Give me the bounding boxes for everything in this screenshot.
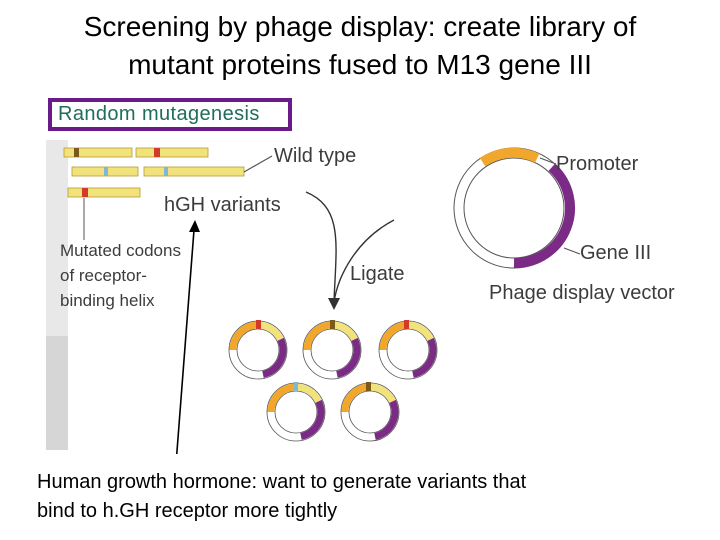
gene-bar-1 — [63, 147, 133, 158]
mutated-codons-label: Mutated codons of receptor- binding heli… — [60, 238, 181, 313]
mutated-codons-line-3: binding helix — [60, 291, 155, 310]
title-line-1: Screening by phage display: create libra… — [83, 11, 637, 42]
caption: Human growth hormone: want to generate v… — [37, 468, 697, 526]
mutated-codons-line-1: Mutated codons — [60, 241, 181, 260]
promoter-label: Promoter — [556, 153, 639, 175]
small-plasmid-5 — [340, 382, 400, 442]
caption-arrow — [175, 229, 195, 454]
caption-line-1: Human growth hormone: want to generate v… — [37, 471, 527, 493]
phage-display-vector-label: Phage display vector — [489, 282, 675, 304]
small-plasmid-4 — [266, 382, 326, 442]
vector-plasmid — [453, 147, 575, 269]
scan-strip-shade — [46, 336, 68, 450]
gene-iii-label: Gene III — [580, 242, 652, 264]
promoter-leader — [539, 157, 557, 165]
mutated-codons-line-2: of receptor- — [60, 266, 147, 285]
gene-bar-2 — [135, 147, 209, 158]
ligate-arrow-2 — [333, 219, 395, 303]
small-plasmid-2 — [302, 320, 362, 380]
caption-arrowhead — [189, 220, 200, 232]
hgh-variants-label: hGH variants — [164, 194, 281, 216]
slide-title: Screening by phage display: create libra… — [20, 8, 700, 84]
caption-line-2: bind to h.GH receptor more tightly — [37, 500, 338, 522]
gene3-leader — [563, 247, 581, 255]
gene-bar-4 — [143, 166, 245, 177]
wild-type-leader — [243, 155, 273, 173]
ligate-label: Ligate — [350, 263, 405, 285]
title-line-2: mutant proteins fused to M13 gene III — [128, 49, 592, 80]
ligate-arrow — [305, 191, 337, 303]
gene-bar-3 — [71, 166, 139, 177]
random-mutagenesis-box: Random mutagenesis — [48, 98, 292, 131]
phage-display-figure: Wild type hGH variants Ligate Promoter G… — [44, 136, 704, 454]
figure-graphics — [46, 140, 581, 454]
ligate-arrowhead — [328, 298, 340, 310]
gene-bar-5 — [67, 187, 141, 198]
wild-type-label: Wild type — [274, 145, 357, 167]
small-plasmid-3 — [378, 320, 438, 380]
small-plasmid-1 — [228, 320, 288, 380]
